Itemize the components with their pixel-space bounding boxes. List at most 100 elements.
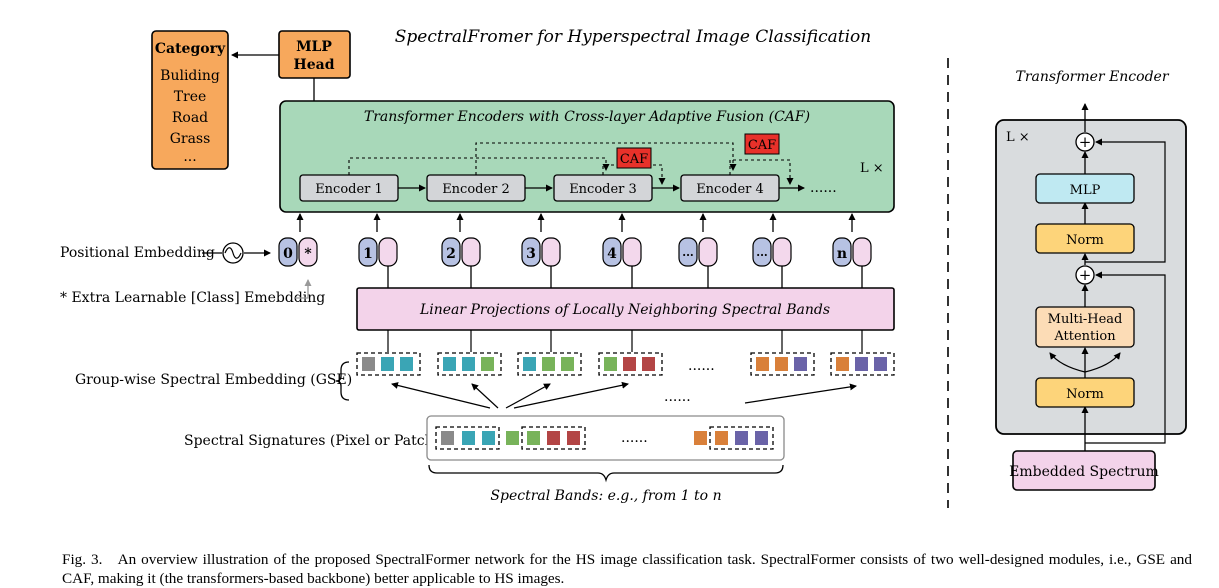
caf-label: CAF: [620, 152, 648, 167]
gse-label: Group-wise Spectral Embedding (GSE): [75, 372, 352, 388]
caf-skip-connection: [602, 164, 666, 185]
position-token: [358, 237, 378, 267]
residual-connection: [1085, 138, 1166, 263]
gse-group-frame: [437, 352, 502, 376]
spectral-band: [756, 357, 769, 371]
gse-group-frame: [517, 352, 582, 376]
position-token-label: ...: [682, 246, 694, 259]
spectral-token: [461, 237, 481, 267]
position-token: [278, 237, 298, 267]
fan-dots: ......: [664, 389, 691, 405]
spectral-signature-box: [426, 415, 785, 461]
spectral-band: [694, 431, 707, 445]
spectral-band: [527, 431, 540, 445]
token-group: n: [832, 237, 872, 267]
mlp-head-line1: MLP: [296, 39, 332, 55]
spectral-band: [542, 357, 555, 371]
gse-group: [830, 352, 895, 376]
spectral-band: [523, 357, 536, 371]
spectral-band: [547, 431, 560, 445]
attention-input-arrow: [1084, 352, 1121, 373]
gse-group: [598, 352, 663, 376]
gse-fan-arrow: [391, 382, 491, 409]
spectral-band: [462, 357, 475, 371]
spectral-band: [462, 431, 475, 445]
gse-dots: ......: [688, 358, 715, 374]
caf-box: [616, 147, 652, 169]
position-token-label: 1: [363, 246, 373, 262]
spectral-signatures-label: Spectral Signatures (Pixel or Patch): [184, 433, 439, 449]
diagram-title: SpectralFromer for Hyperspectral Image C…: [395, 27, 871, 47]
spectral-band: [443, 357, 456, 371]
linear-projection-box: [356, 287, 895, 331]
signature-group-frame: [521, 426, 586, 450]
encoder-label: Encoder 3: [569, 182, 637, 197]
norm-label-bottom: Norm: [1066, 387, 1104, 402]
encoder-detail-title: Transformer Encoder: [1015, 69, 1169, 85]
attention-box: [1035, 306, 1135, 348]
spectral-band: [755, 431, 768, 445]
category-box: [151, 30, 229, 170]
position-token-label: 0: [283, 246, 293, 262]
pixel-patch-band: [362, 357, 375, 371]
signature-dots: ......: [621, 430, 648, 446]
mlp-label: MLP: [1070, 183, 1101, 198]
spectral-band: [642, 357, 655, 371]
gse-group-frame: [598, 352, 663, 376]
gse-group: [356, 352, 421, 376]
position-token-label: 4: [607, 246, 617, 262]
spectral-token: [772, 237, 792, 267]
category-item: ...: [183, 149, 196, 165]
position-token: [441, 237, 461, 267]
position-token-label: n: [837, 246, 847, 262]
caf-skip-connection: [475, 142, 737, 175]
spectral-band: [561, 357, 574, 371]
gse-group-frame: [750, 352, 815, 376]
gse-group: [517, 352, 582, 376]
spectral-token: [622, 237, 642, 267]
gse-fan-arrow: [505, 383, 551, 409]
mlp-box: [1035, 173, 1135, 204]
class-token-mark: *: [304, 246, 312, 262]
position-token-label: 2: [446, 246, 456, 262]
token-group: 1: [358, 237, 398, 267]
add-node-plus: +: [1079, 133, 1092, 151]
spectral-band: [715, 431, 728, 445]
position-token: [678, 237, 698, 267]
gse-group: [437, 352, 502, 376]
spectral-band: [623, 357, 636, 371]
positional-embedding-label: Positional Embedding: [60, 245, 215, 261]
position-token: [752, 237, 772, 267]
gse-group-frame: [830, 352, 895, 376]
figure-caption: Fig. 3. An overview illustration of the …: [62, 551, 1192, 588]
caf-label: CAF: [748, 138, 776, 153]
spectral-band: [482, 431, 495, 445]
spectral-band: [604, 357, 617, 371]
category-item: Buliding: [160, 68, 220, 84]
signature-group-frame: [709, 426, 774, 450]
caf-skip-connection: [729, 159, 794, 185]
encoder-label: Encoder 2: [442, 182, 510, 197]
norm-box-top: [1035, 223, 1135, 254]
attention-input-arrow: [1049, 352, 1086, 373]
category-item: Road: [172, 110, 208, 126]
spectral-token: [698, 237, 718, 267]
attention-label-line1: Multi-Head: [1048, 312, 1123, 327]
position-token-label: 3: [526, 246, 536, 262]
pixel-patch-band: [441, 431, 454, 445]
spectral-band: [775, 357, 788, 371]
spectral-band: [506, 431, 519, 445]
category-item: Grass: [170, 131, 211, 147]
category-item: Tree: [174, 89, 207, 105]
norm-label-top: Norm: [1066, 233, 1104, 248]
caf-skip-connection: [348, 157, 610, 175]
token-group: 0 *: [278, 237, 318, 267]
class-token-arrow: [294, 279, 312, 299]
position-token: [521, 237, 541, 267]
residual-connection: [1085, 271, 1166, 444]
position-token-label: ...: [756, 246, 768, 259]
spectral-band: [874, 357, 887, 371]
spectral-token: [378, 237, 398, 267]
add-node-top: [1075, 132, 1095, 152]
